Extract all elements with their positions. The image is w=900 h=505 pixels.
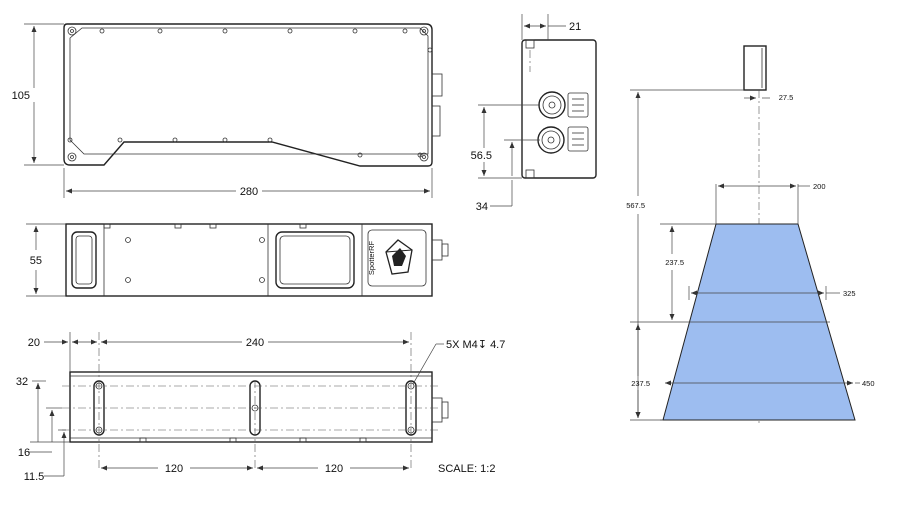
bottom-view-connector xyxy=(431,397,443,423)
dim-upper-range: 237.5 xyxy=(665,258,684,267)
beam-view: 200 27.5 567.5 237.5 325 237.5 450 xyxy=(626,45,875,424)
dim-left-spacing: 120 xyxy=(165,463,183,475)
dim-height-top: 105 xyxy=(12,90,30,102)
dim-height-front: 55 xyxy=(30,255,42,267)
dim-beam-mid-width: 325 xyxy=(843,289,856,298)
dim-beam-top-width: 200 xyxy=(813,182,826,191)
end-view-outline xyxy=(521,39,597,179)
top-view-screws xyxy=(67,26,433,162)
dim-total-range: 567.5 xyxy=(626,201,645,210)
dim-length-top: 280 xyxy=(240,186,258,198)
front-view-window xyxy=(275,231,355,289)
dim-connector-offset: 34 xyxy=(476,201,488,213)
top-view-connector xyxy=(431,73,443,97)
status-panel-upper xyxy=(567,92,589,118)
dim-lower-range: 237.5 xyxy=(631,379,650,388)
dim-sensor-offset: 27.5 xyxy=(779,93,794,102)
dim-hole-y: 16 xyxy=(18,447,30,459)
dim-end-width: 21 xyxy=(569,21,581,33)
bottom-view: 20 240 5X M4↧ 4.7 32 16 11.5 120 120 SCA… xyxy=(16,332,505,483)
status-panel-lower xyxy=(567,126,589,152)
sensor-side-view xyxy=(743,45,767,91)
hole-callout: 5X M4↧ 4.7 xyxy=(446,339,505,351)
dim-edge-offset: 20 xyxy=(28,337,40,349)
dim-slot-height: 32 xyxy=(16,376,28,388)
logo-panel xyxy=(367,229,427,287)
end-view: 21 56.5 34 xyxy=(471,14,597,213)
top-view-inner-outline xyxy=(69,27,429,155)
dim-beam-bottom-width: 450 xyxy=(862,379,875,388)
front-view-slot xyxy=(71,231,97,289)
dim-right-spacing: 120 xyxy=(325,463,343,475)
dim-base-offset: 11.5 xyxy=(24,471,45,483)
spotter-logo-icon xyxy=(385,239,413,275)
front-view-connector xyxy=(431,239,443,261)
top-view-outline xyxy=(63,23,433,167)
dim-hole-span: 240 xyxy=(246,337,264,349)
scale-label: SCALE: 1:2 xyxy=(438,463,495,475)
front-view-outline xyxy=(65,223,433,297)
front-view: SpotterRF 55 xyxy=(26,223,449,297)
logo-text: SpotterRF xyxy=(367,240,376,275)
top-view: 105 280 xyxy=(12,23,443,198)
dim-connector-height: 56.5 xyxy=(471,150,492,162)
top-view-connector-2 xyxy=(431,105,441,137)
